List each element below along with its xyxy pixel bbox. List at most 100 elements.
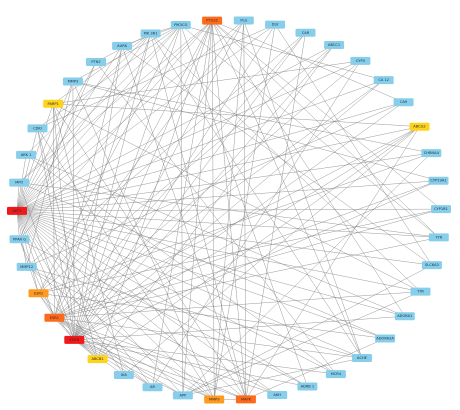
node-ar[interactable]: AR — [142, 383, 163, 392]
node-esr2[interactable]: ESR2 — [28, 289, 49, 298]
node-akt1[interactable]: AKT1 — [7, 206, 27, 215]
node-abcc1[interactable]: ABCC1 — [324, 41, 345, 49]
edge-adrb1-pik3cg — [180, 24, 308, 387]
node-mapk[interactable]: MAPK — [235, 395, 256, 404]
node-label: MMP12 — [20, 265, 33, 269]
node-box — [421, 149, 442, 158]
edge-ptgs2-akt1 — [16, 20, 213, 212]
node-box — [295, 28, 316, 37]
node-box — [350, 56, 371, 65]
node-ptgs2[interactable]: PTGS2 — [202, 16, 223, 25]
edge-app-esr1 — [54, 317, 184, 396]
node-car[interactable]: CAR — [295, 28, 316, 37]
node-label: TTR — [416, 290, 424, 294]
node-egfr[interactable]: EGFR — [64, 335, 85, 344]
node-box — [324, 41, 345, 49]
node-pik3r1[interactable]: PIK 3R1 — [140, 29, 161, 38]
edge-ptgs2-pparg — [19, 20, 213, 240]
node-ark1[interactable]: ARK 1 — [16, 150, 37, 159]
node-mmp3[interactable]: MMP3 — [62, 77, 83, 86]
node-box — [62, 77, 83, 86]
node-pparg[interactable]: PPAR G — [9, 235, 30, 244]
node-mmp12[interactable]: MMP12 — [16, 262, 37, 271]
node-box — [113, 371, 134, 379]
edge-pparg-akt1 — [16, 210, 20, 240]
node-label: ABCB1 — [92, 357, 104, 361]
node-box — [140, 29, 161, 38]
node-label: PARP1 — [48, 102, 59, 106]
node-aurk[interactable]: AURK — [112, 41, 133, 50]
edge-chrna4-app — [182, 152, 432, 396]
node-app[interactable]: APP — [172, 391, 193, 400]
node-chrna4[interactable]: CHRNA4 — [421, 149, 442, 158]
node-adora1[interactable]: ADORA1 — [394, 312, 415, 321]
node-box — [233, 16, 254, 25]
edge-mmp9-mmp12 — [26, 266, 215, 400]
node-akh[interactable]: AKH — [267, 391, 288, 399]
node-box — [7, 206, 27, 215]
node-ca12[interactable]: CA 12 — [373, 76, 394, 85]
node-ptn2[interactable]: PTN2 — [86, 58, 106, 66]
edge-adora1-akt1 — [16, 210, 405, 317]
edge-mmp12-mmp3 — [26, 81, 74, 267]
node-cdki[interactable]: CDKI — [27, 124, 48, 133]
node-ca9[interactable]: CA9 — [393, 98, 414, 107]
node-esr1[interactable]: ESR1 — [44, 313, 65, 322]
node-adora2a[interactable]: ADORA2A — [375, 334, 396, 343]
node-label: PPAR G — [13, 237, 26, 241]
edge-cyp3-esr1 — [54, 60, 361, 318]
edge-car-esr1 — [54, 32, 306, 318]
edge-tyr-akt1 — [16, 210, 439, 238]
node-pik3cg[interactable]: PIK3CG — [170, 21, 191, 29]
node-cyp19a1[interactable]: CYP19A1 — [428, 176, 449, 185]
node-label: ESR1 — [50, 316, 59, 320]
edge-mmp9-egfr — [74, 339, 215, 400]
edge-ca9-mmp12 — [26, 101, 404, 268]
edge-ptgs2-cyp1b1 — [211, 20, 442, 210]
node-label: AKH — [273, 393, 281, 397]
node-box — [142, 383, 163, 392]
node-box — [325, 370, 346, 379]
node-box — [172, 391, 193, 400]
node-mcr4[interactable]: MCR4 — [325, 370, 346, 379]
node-dlv[interactable]: DLV — [265, 20, 286, 29]
node-label: APP — [180, 393, 188, 397]
node-box — [428, 176, 449, 185]
node-parp1[interactable]: PARP1 — [43, 99, 64, 108]
edge-abcg2-akt1 — [16, 126, 420, 212]
edge-ptgs2-abcb1 — [97, 20, 213, 360]
edge-pik3cg-tyr — [180, 24, 439, 238]
node-box — [375, 334, 396, 343]
node-box — [9, 178, 30, 187]
edge-slc6a3-app — [182, 264, 433, 396]
node-plg[interactable]: PLG — [233, 16, 254, 25]
node-label: CA 12 — [378, 78, 389, 82]
edge-ache-app — [182, 357, 363, 396]
edge-akt1-ptn2 — [16, 61, 97, 212]
node-box — [394, 312, 415, 321]
node-cyp1b1[interactable]: CYP1B1 — [431, 205, 451, 214]
node-label: MPO — [15, 181, 23, 185]
edge-abcc1-abcb1 — [97, 44, 335, 360]
edge-cyp1b1-esr1 — [54, 208, 442, 319]
node-abcg2[interactable]: ABCG2 — [409, 122, 430, 131]
node-cyp3[interactable]: CYP3 — [350, 56, 371, 65]
node-adrb1[interactable]: ADRB 1 — [297, 382, 318, 391]
node-label: CHRNA4 — [424, 151, 440, 155]
node-label: CA9 — [400, 100, 408, 104]
node-abcb1[interactable]: ABCB1 — [87, 355, 108, 364]
node-ache[interactable]: ACHE — [352, 354, 372, 362]
node-mpo[interactable]: MPO — [9, 178, 30, 187]
edge-adora2a-mpo — [19, 182, 386, 339]
node-slc6a3[interactable]: SLC6A3 — [421, 261, 442, 270]
node-box — [297, 382, 318, 391]
node-tyr[interactable]: TYR — [428, 233, 449, 242]
edge-abcg2-egfr — [74, 126, 420, 341]
node-xia[interactable]: XIA — [113, 371, 134, 379]
edge-pparg-ptn2 — [19, 61, 97, 240]
node-mmp9[interactable]: MMP9 — [204, 395, 225, 404]
edge-chrna4-mmp3 — [72, 81, 432, 154]
edge-ar-egfr — [74, 339, 153, 388]
node-ttr[interactable]: TTR — [410, 287, 431, 296]
node-label: DLV — [272, 23, 279, 27]
